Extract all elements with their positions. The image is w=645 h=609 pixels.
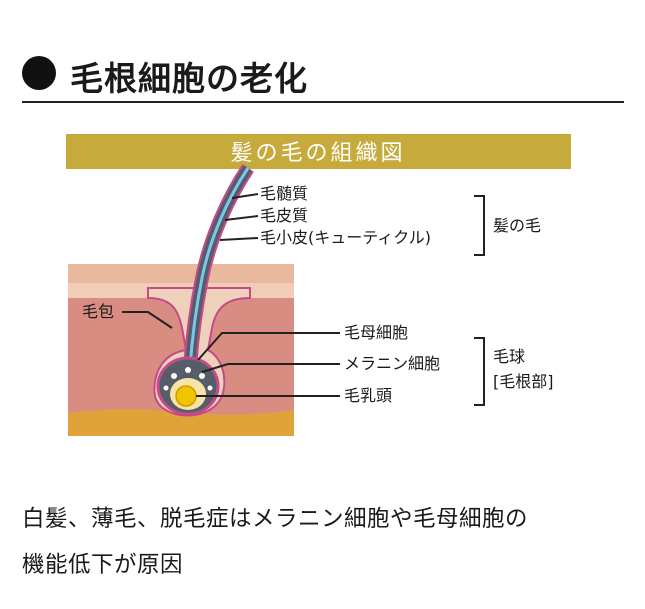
label-dermal-papilla: 毛乳頭 <box>344 386 392 405</box>
label-cortex: 毛皮質 <box>260 206 308 225</box>
caption-line-2: 機能低下が原因 <box>22 552 184 578</box>
caption: 白髪、薄毛、脱毛症はメラニン細胞や毛母細胞の 機能低下が原因 <box>22 496 622 588</box>
label-hair-group: 髪の毛 <box>493 216 541 235</box>
label-bulb-group-sub: [毛根部] <box>493 372 554 391</box>
label-follicle: 毛包 <box>82 302 114 321</box>
label-matrix-cell: 毛母細胞 <box>344 323 408 342</box>
label-bulb-group: 毛球 <box>493 347 525 366</box>
dermal-papilla-shape <box>175 385 197 407</box>
label-medulla: 毛髄質 <box>260 184 308 203</box>
section-heading: 毛根細胞の老化 <box>22 50 624 104</box>
hair-structure-diagram: 髪の毛の組織図 毛髄質 毛皮質 毛小皮(キューティクル) <box>66 134 571 436</box>
heading-underline <box>22 101 624 103</box>
bulb-group-bracket <box>474 337 485 406</box>
label-melanocyte: メラニン細胞 <box>344 354 440 373</box>
section-title: 毛根細胞の老化 <box>70 59 308 98</box>
caption-line-1: 白髪、薄毛、脱毛症はメラニン細胞や毛母細胞の <box>22 506 529 532</box>
label-cuticle: 毛小皮(キューティクル) <box>260 228 431 247</box>
hair-shaft <box>183 164 254 369</box>
diagram-banner-title: 髪の毛の組織図 <box>230 141 405 166</box>
heading-bullet-icon <box>22 56 56 90</box>
diagram-banner <box>66 134 571 169</box>
leader-lines <box>122 193 340 397</box>
hair-group-bracket <box>474 195 485 256</box>
hair-bulb <box>156 356 220 416</box>
